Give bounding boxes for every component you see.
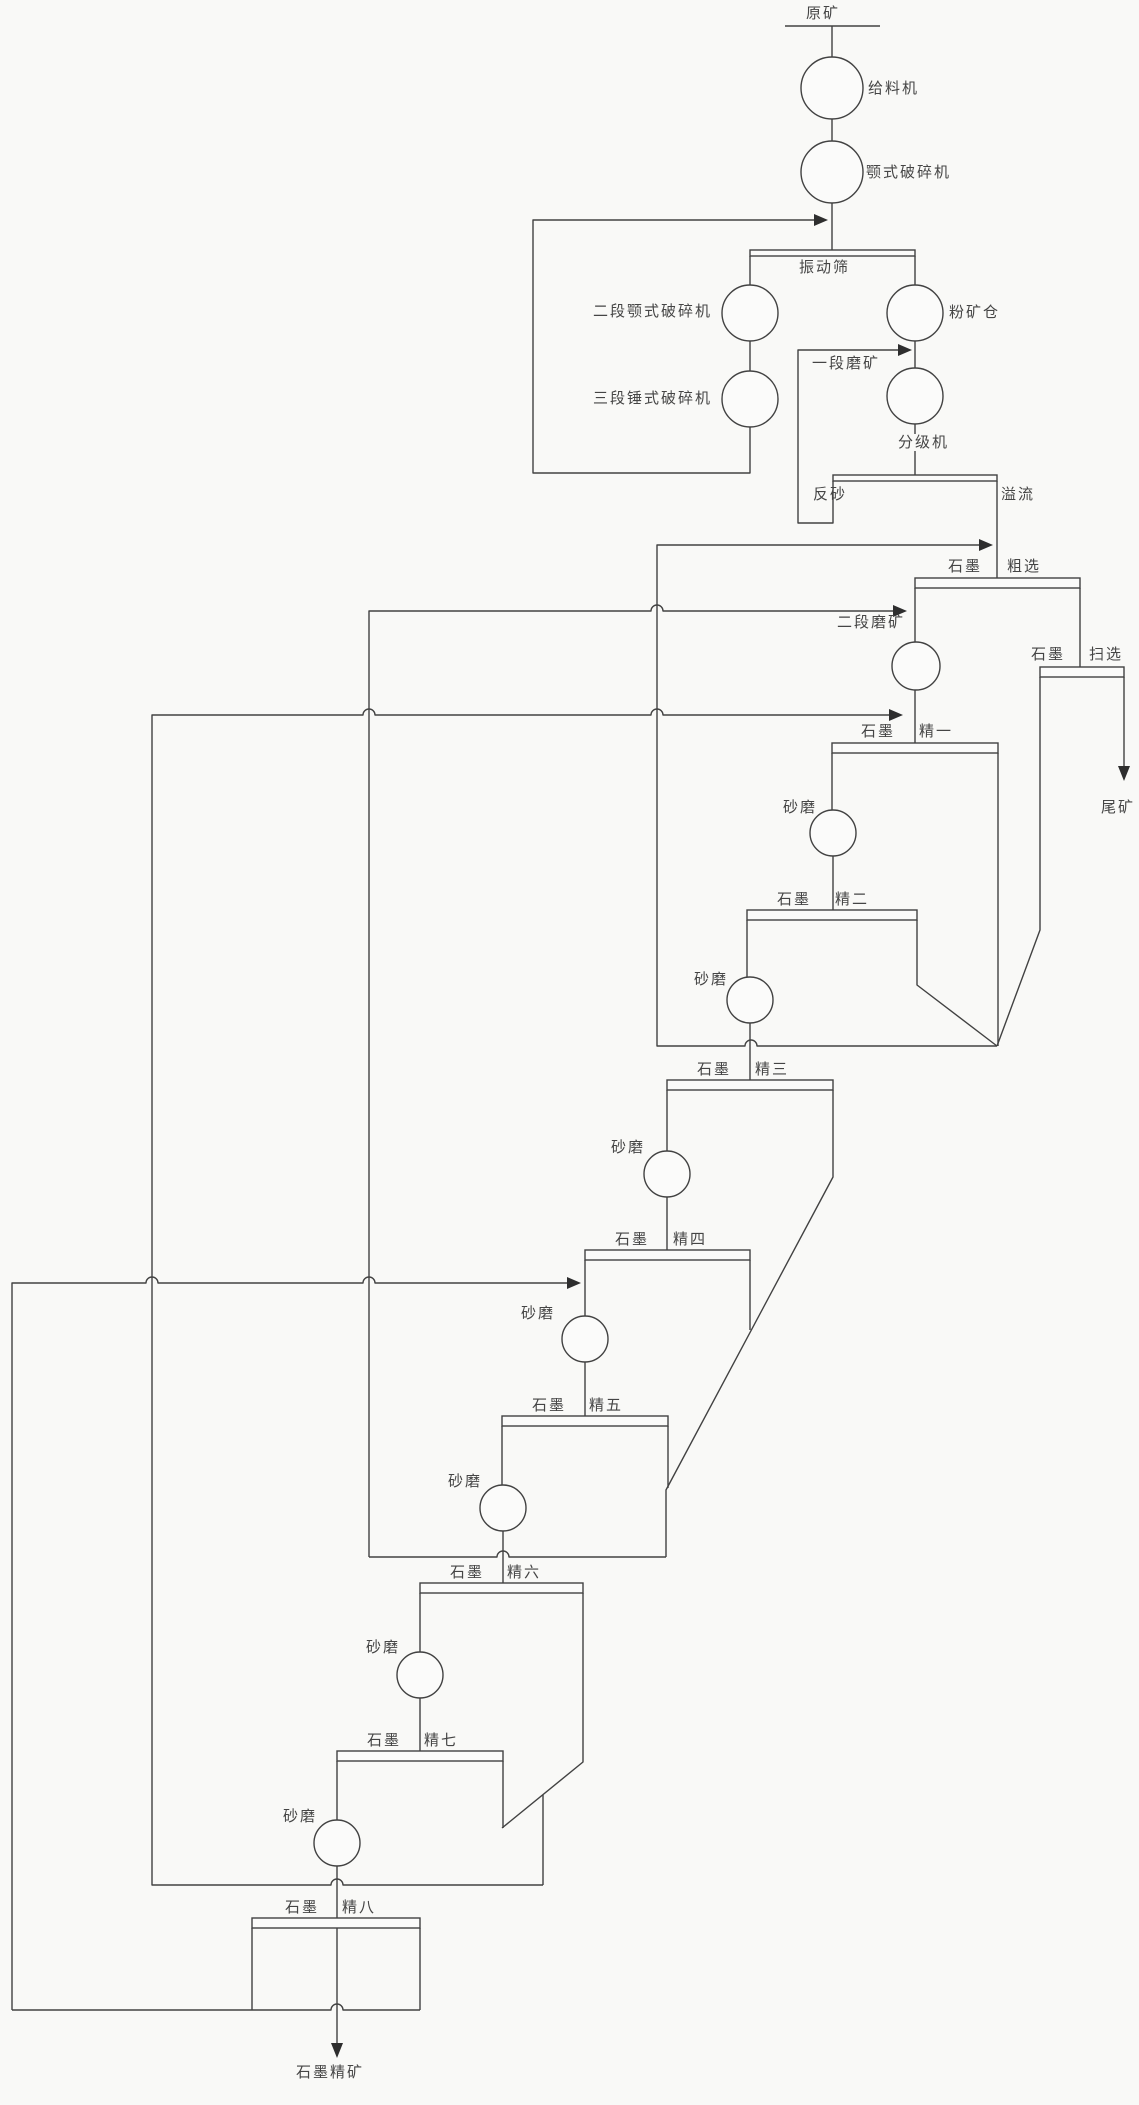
- label-feeder: 给料机: [868, 80, 920, 97]
- label-graphite-c6: 石墨: [450, 1564, 485, 1581]
- label-primary-grinding: 一段磨矿: [812, 355, 881, 372]
- label-graphite-scavenger: 石墨: [1031, 646, 1066, 663]
- cleaner3-tails-diagonal: [665, 1090, 834, 1557]
- fine-ore-bin-circle: [886, 284, 944, 342]
- cleaner1-cell-bar: [831, 742, 999, 754]
- cleaner8-box-bottom: [252, 2003, 420, 2011]
- middlings-return-rougher: [656, 544, 997, 1047]
- arrow-concentrate-icon: [331, 2043, 343, 2058]
- label-sand-mill-3: 砂磨: [611, 1139, 646, 1156]
- cleaner7-cell-bar: [336, 1750, 504, 1762]
- arrow-into-rougher-feed-icon: [979, 539, 993, 551]
- label-graphite-c4: 石墨: [615, 1231, 650, 1248]
- secondary-jaw-crusher-circle: [721, 284, 779, 342]
- feeder-circle: [800, 56, 864, 120]
- cleaner3-cell-bar: [666, 1079, 834, 1091]
- label-cleaner-3: 精三: [755, 1061, 790, 1078]
- label-sand-mill-5: 砂磨: [448, 1473, 483, 1490]
- vibrating-screen-bar: [749, 249, 916, 257]
- cleaner6-tails-line: [501, 1593, 584, 1829]
- label-secondary-grinding: 二段磨矿: [837, 614, 906, 631]
- cleaner8-return-line: [11, 1276, 567, 2010]
- label-scavenging: 扫选: [1089, 646, 1124, 663]
- label-graphite-rougher: 石墨: [948, 558, 983, 575]
- tertiary-hammer-crusher-circle: [721, 370, 779, 428]
- label-graphite-c5: 石墨: [532, 1397, 567, 1414]
- label-sand-mill-1: 砂磨: [783, 799, 818, 816]
- sand-mill-7-circle: [313, 1819, 361, 1867]
- label-cleaner-8: 精八: [342, 1899, 377, 1916]
- label-graphite-c3: 石墨: [697, 1061, 732, 1078]
- label-cleaner-4: 精四: [673, 1231, 708, 1248]
- label-roughing: 粗选: [1007, 558, 1042, 575]
- arrow-tailings-icon: [1118, 766, 1130, 781]
- cell-bars: [251, 249, 1125, 1929]
- label-sand-mill-6: 砂磨: [366, 1639, 401, 1656]
- sand-mill-3-circle: [643, 1150, 691, 1198]
- cleaner2-tails-line: [916, 920, 998, 1047]
- label-graphite-c7: 石墨: [367, 1732, 402, 1749]
- primary-mill-circle: [886, 367, 944, 425]
- sand-mill-1-circle: [809, 809, 857, 857]
- label-cleaner-5: 精五: [589, 1397, 624, 1414]
- label-sand-mill-4: 砂磨: [521, 1305, 556, 1322]
- label-cleaner-6: 精六: [507, 1564, 542, 1581]
- arrow-into-primary-mill-icon: [898, 344, 912, 356]
- label-graphite-concentrate: 石墨精矿: [296, 2064, 365, 2081]
- label-sand-mill-7: 砂磨: [283, 1808, 318, 1825]
- return-to-cleaner1: [151, 708, 889, 1886]
- arrow-into-cleaner1-icon: [889, 709, 903, 721]
- label-fine-ore-bin: 粉矿仓: [949, 304, 1001, 321]
- arrowheads: [331, 214, 1130, 2058]
- classifier-bar: [832, 474, 998, 482]
- label-cleaner-2: 精二: [835, 891, 870, 908]
- label-graphite-c2: 石墨: [777, 891, 812, 908]
- label-jaw-crusher: 颚式破碎机: [866, 164, 952, 181]
- label-cleaner-1: 精一: [919, 723, 954, 740]
- arrow-into-regrind-icon: [893, 605, 907, 617]
- label-graphite-c1: 石墨: [861, 723, 896, 740]
- label-classifier: 分级机: [897, 434, 951, 451]
- flow-lines: [11, 25, 1125, 2043]
- cleaner2-cell-bar: [746, 909, 918, 921]
- label-secondary-jaw-crusher: 二段颚式破碎机: [593, 303, 713, 320]
- scavenger-cell-bar: [1039, 666, 1125, 678]
- return-sand-loop: [797, 349, 898, 524]
- secondary-mill-circle: [891, 641, 941, 691]
- arrow-into-screen-icon: [814, 214, 828, 226]
- rougher-cell-bar: [914, 577, 1081, 589]
- sand-mill-4-circle: [561, 1315, 609, 1363]
- cleaner2-feed-line: [831, 753, 834, 910]
- label-sand-mill-2: 砂磨: [694, 971, 729, 988]
- crusher-recycle-loop: [532, 219, 814, 474]
- cleaner3-feed-line: [746, 920, 751, 1080]
- sand-mill-6-circle: [396, 1651, 444, 1699]
- return-to-regrind: [368, 604, 893, 1557]
- label-overflow: 溢流: [1001, 486, 1036, 503]
- cleaner8-cell-bar: [251, 1917, 421, 1929]
- sand-mill-5-circle: [479, 1484, 527, 1532]
- label-return-sand: 反砂: [813, 486, 848, 503]
- cleaner6-cell-bar: [419, 1582, 584, 1594]
- sand-mill-2-circle: [726, 976, 774, 1024]
- label-raw-ore: 原矿: [806, 5, 841, 22]
- return-collector-1557: [369, 1550, 666, 1558]
- cleaner8-box-sides: [251, 1928, 421, 2010]
- jaw-crusher-circle: [800, 140, 864, 204]
- label-vibrating-screen: 振动筛: [799, 259, 851, 276]
- cleaner6-feed-line: [501, 1426, 504, 1583]
- label-tertiary-hammer-crusher: 三段锤式破碎机: [593, 390, 713, 407]
- cleaner5-cell-bar: [501, 1415, 669, 1427]
- label-cleaner-7: 精七: [424, 1732, 459, 1749]
- scavenger-conc-line: [996, 677, 1041, 1047]
- label-tailings: 尾矿: [1101, 799, 1136, 816]
- label-graphite-c8: 石墨: [285, 1899, 320, 1916]
- cleaner4-cell-bar: [584, 1249, 751, 1261]
- equipment-circles: [313, 56, 944, 1867]
- arrow-into-cleaner5-icon: [567, 1277, 581, 1289]
